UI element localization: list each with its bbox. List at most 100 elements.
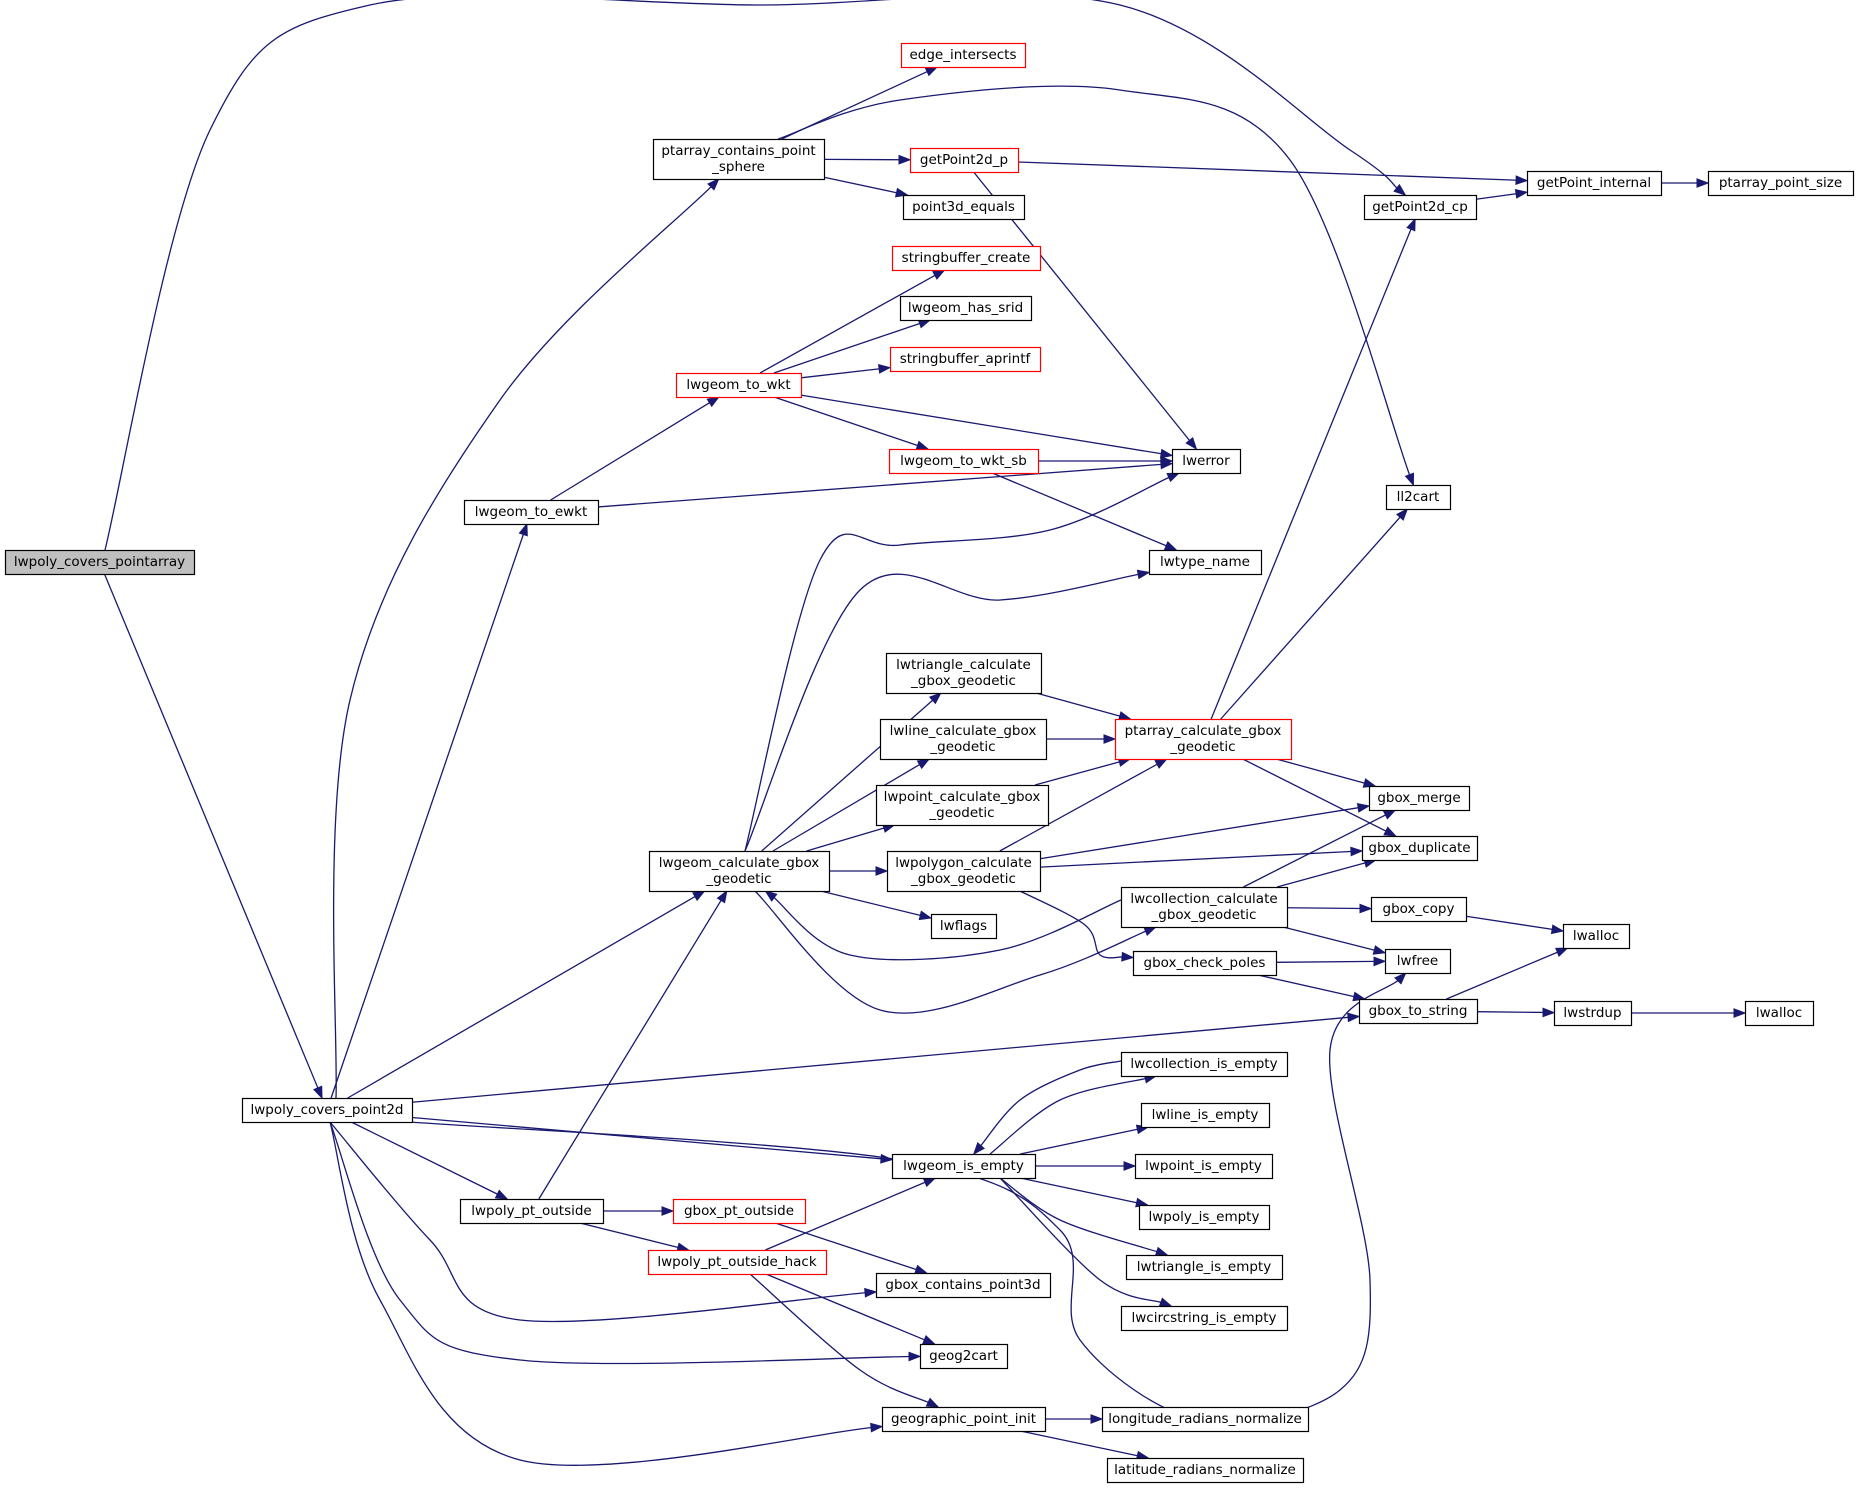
edge-line	[1035, 692, 1122, 718]
node-gbox-pt-outside[interactable]: gbox_pt_outside	[672, 1198, 807, 1225]
node-box	[647, 1249, 828, 1276]
node-label: geographic_point_init	[891, 1411, 1036, 1427]
edge-line	[538, 898, 723, 1200]
node-lwpoly-covers-pointarray[interactable]: lwpoly_covers_pointarray	[4, 549, 196, 576]
node-lwgeom-has-srid[interactable]: lwgeom_has_srid	[899, 295, 1033, 322]
node-edge-intersects[interactable]: edge_intersects	[900, 42, 1027, 69]
arrowhead	[1121, 951, 1135, 962]
node-lwerror[interactable]: lwerror	[1171, 448, 1242, 475]
node-label: lwcollection_is_empty	[1130, 1056, 1277, 1072]
node-getPoint-internal[interactable]: getPoint_internal	[1526, 170, 1663, 197]
arrowhead	[1352, 991, 1366, 1002]
node-box	[1120, 1305, 1289, 1332]
edge-line	[1257, 974, 1356, 998]
edge-ptarray_contains_point_sphere-to-point3d_equals	[823, 176, 909, 198]
edge-line	[329, 1121, 874, 1466]
node-label: _gbox_geodetic	[910, 673, 1016, 689]
node-lwpoint-calculate-gbox-geodetic[interactable]: lwpoint_calculate_gbox_geodetic	[875, 784, 1050, 827]
edge-lwpolygon_calculate_gbox_geodetic-to-gbox_check_poles	[1019, 890, 1135, 962]
node-label: lwline_is_empty	[1152, 1107, 1259, 1123]
node-stringbuffer-create[interactable]: stringbuffer_create	[891, 245, 1042, 272]
node-box	[930, 913, 998, 940]
node-box	[900, 42, 1027, 69]
node-lwalloc-1[interactable]: lwalloc	[1562, 923, 1631, 950]
node-getPoint2d-cp[interactable]: getPoint2d_cp	[1363, 194, 1478, 221]
node-lwalloc-2[interactable]: lwalloc	[1744, 1000, 1815, 1027]
node-box	[1106, 1457, 1305, 1484]
node-lwgeom-to-wkt-sb[interactable]: lwgeom_to_wkt_sb	[888, 448, 1040, 475]
node-box	[1120, 886, 1289, 929]
node-latitude-radians-normalize[interactable]: latitude_radians_normalize	[1106, 1457, 1305, 1484]
node-label: longitude_radians_normalize	[1108, 1411, 1302, 1427]
edge-line	[773, 322, 922, 374]
node-lwpoint-is-empty[interactable]: lwpoint_is_empty	[1134, 1153, 1274, 1180]
edge-line	[351, 1121, 500, 1196]
node-point3d-equals[interactable]: point3d_equals	[902, 194, 1026, 221]
node-ptarray-calculate-gbox-geodetic[interactable]: ptarray_calculate_gbox_geodetic	[1114, 718, 1293, 761]
node-label: lwflags	[940, 918, 987, 934]
edge-line	[806, 826, 886, 852]
edge-lwpoly_covers_point2d-to-lwgeom_is_empty	[411, 1116, 894, 1164]
edge-lwpolygon_calculate_gbox_geodetic-to-gbox_duplicate	[1039, 846, 1364, 868]
edge-lwgeom_calculate_gbox_geodetic-to-lwtype_name	[744, 569, 1151, 852]
node-box	[648, 850, 831, 893]
node-lwtype-name[interactable]: lwtype_name	[1148, 549, 1263, 576]
node-box	[879, 718, 1048, 761]
node-gbox-copy[interactable]: gbox_copy	[1370, 896, 1468, 923]
node-lwcollection-is-empty[interactable]: lwcollection_is_empty	[1120, 1051, 1289, 1078]
node-gbox-to-string[interactable]: gbox_to_string	[1358, 998, 1479, 1025]
node-getPoint2d-p[interactable]: getPoint2d_p	[909, 147, 1020, 174]
node-lwfree[interactable]: lwfree	[1384, 948, 1452, 975]
edge-layer	[103, 0, 1747, 1466]
arrowhead	[1163, 541, 1178, 551]
node-ptarray-contains-point-sphere[interactable]: ptarray_contains_point_sphere	[652, 138, 826, 181]
node-lwpoly-pt-outside[interactable]: lwpoly_pt_outside	[459, 1198, 605, 1225]
node-lwline-is-empty[interactable]: lwline_is_empty	[1140, 1102, 1271, 1129]
node-lwtriangle-calculate-gbox-geodetic[interactable]: lwtriangle_calculate_gbox_geodetic	[885, 652, 1043, 695]
edge-line	[103, 573, 320, 1090]
node-lwline-calculate-gbox-geodetic[interactable]: lwline_calculate_gbox_geodetic	[879, 718, 1048, 761]
node-box	[875, 784, 1050, 827]
node-lwpoly-is-empty[interactable]: lwpoly_is_empty	[1138, 1204, 1271, 1231]
edge-line	[820, 890, 923, 917]
node-label: lwgeom_to_wkt	[686, 377, 790, 393]
node-box	[463, 499, 600, 526]
node-gbox-duplicate[interactable]: gbox_duplicate	[1361, 835, 1479, 862]
edge-lwpoly_covers_pointarray-to-getPoint2d_cp	[104, 0, 1407, 551]
edge-line	[800, 394, 1164, 455]
node-lwpoly-covers-point2d[interactable]: lwpoly_covers_point2d	[241, 1097, 414, 1124]
edge-line	[104, 0, 1399, 551]
arrowhead	[864, 1287, 878, 1298]
edge-line	[1017, 161, 1519, 181]
node-lwgeom-calculate-gbox-geodetic[interactable]: lwgeom_calculate_gbox_geodetic	[648, 850, 831, 893]
node-lwcollection-calculate-gbox-geodetic[interactable]: lwcollection_calculate_gbox_geodetic	[1120, 886, 1289, 929]
node-lwstrdup[interactable]: lwstrdup	[1553, 1000, 1633, 1027]
arrowhead	[494, 1189, 509, 1200]
node-lwgeom-to-ewkt[interactable]: lwgeom_to_ewkt	[463, 499, 600, 526]
node-lwcircstring-is-empty[interactable]: lwcircstring_is_empty	[1120, 1305, 1289, 1332]
node-gbox-contains-point3d[interactable]: gbox_contains_point3d	[875, 1272, 1052, 1299]
node-ptarray-point-size[interactable]: ptarray_point_size	[1707, 170, 1855, 197]
node-lwpolygon-calculate-gbox-geodetic[interactable]: lwpolygon_calculate_gbox_geodetic	[886, 850, 1042, 893]
node-longitude-radians-normalize[interactable]: longitude_radians_normalize	[1101, 1406, 1310, 1433]
node-box	[1358, 998, 1479, 1025]
edge-lwpoly_covers_point2d-to-geog2cart	[329, 1121, 922, 1365]
node-stringbuffer-aprintf[interactable]: stringbuffer_aprintf	[889, 346, 1042, 373]
node-lwgeom-is-empty[interactable]: lwgeom_is_empty	[891, 1153, 1037, 1180]
node-geog2cart[interactable]: geog2cart	[919, 1343, 1009, 1370]
arrowhead	[1733, 1008, 1747, 1018]
node-lwtriangle-is-empty[interactable]: lwtriangle_is_empty	[1125, 1254, 1284, 1281]
node-lwpoly-pt-outside-hack[interactable]: lwpoly_pt_outside_hack	[647, 1249, 828, 1276]
arrowhead	[1404, 472, 1415, 487]
node-lwgeom-to-wkt[interactable]: lwgeom_to_wkt	[675, 372, 803, 399]
node-lwflags[interactable]: lwflags	[930, 913, 998, 940]
node-geographic-point-init[interactable]: geographic_point_init	[881, 1406, 1047, 1433]
edge-gbox_pt_outside-to-gbox_contains_point3d	[775, 1222, 929, 1275]
node-gbox-check-poles[interactable]: gbox_check_poles	[1132, 950, 1278, 977]
arrowhead	[1696, 178, 1710, 188]
node-box	[1101, 1406, 1310, 1433]
node-ll2cart[interactable]: ll2cart	[1385, 484, 1452, 511]
node-label: _sphere	[711, 159, 765, 175]
arrowhead	[1350, 846, 1364, 857]
node-gbox-merge[interactable]: gbox_merge	[1368, 785, 1471, 812]
